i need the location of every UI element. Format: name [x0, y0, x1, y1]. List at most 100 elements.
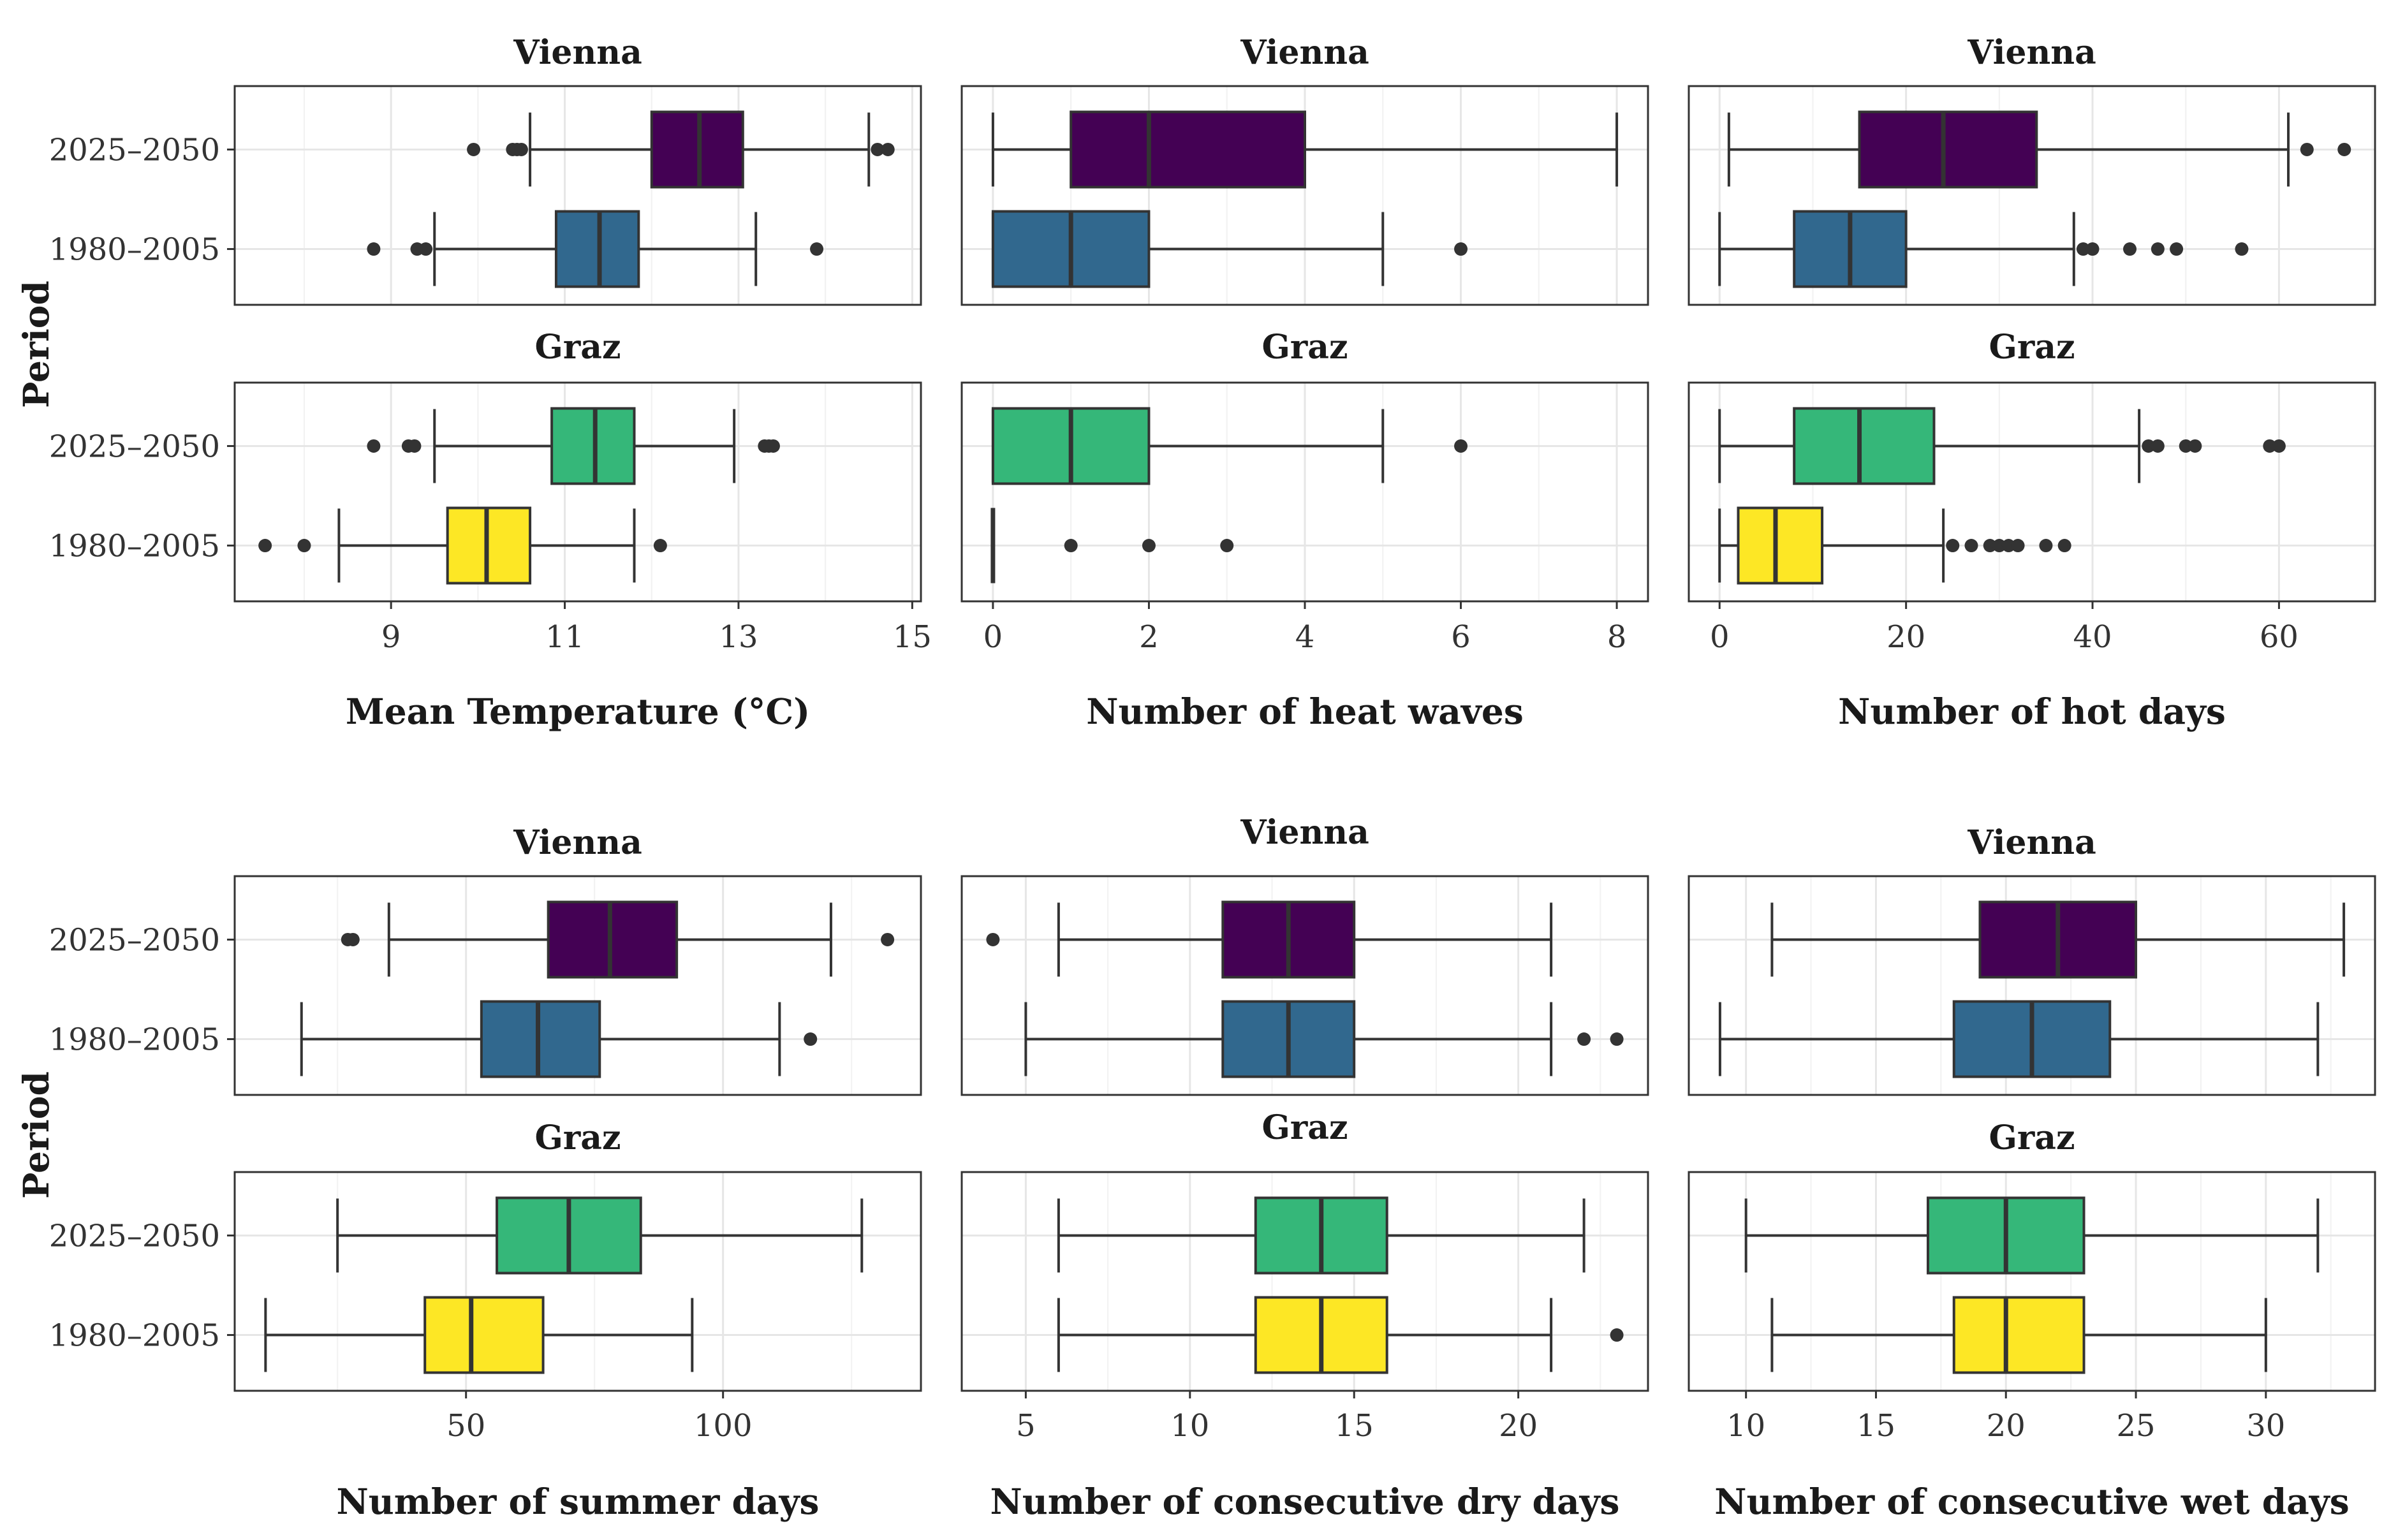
- panel-border: [1688, 381, 2376, 603]
- x-tick-label: 13: [719, 619, 758, 655]
- x-tick-label: 8: [1607, 619, 1627, 655]
- y-tick-label: 1980–2005: [49, 1318, 220, 1354]
- box-vienna-1980-2005: [300, 1000, 818, 1078]
- strip-title-vienna: Vienna: [1240, 813, 1369, 852]
- iqr-box: [547, 900, 679, 979]
- panel-graz: Graz: [1688, 328, 2376, 603]
- box-graz-1980-2005: [1718, 506, 2071, 585]
- outlier-point: [367, 439, 381, 453]
- x-axis-title: Number of summer days: [336, 1481, 819, 1522]
- outlier-point: [1220, 539, 1234, 553]
- strip-title-vienna: Vienna: [513, 823, 642, 862]
- y-tick-label: 2025–2050: [49, 132, 220, 168]
- outlier-point: [1964, 539, 1978, 553]
- x-tick-label: 15: [1857, 1408, 1895, 1444]
- x-tick-label: 0: [983, 619, 1003, 655]
- outlier-point: [2123, 242, 2137, 256]
- panel-vienna: Vienna: [1688, 33, 2376, 306]
- outlier-point: [986, 932, 1000, 946]
- outlier-point: [653, 539, 667, 553]
- outlier-point: [2188, 439, 2202, 453]
- outlier-point: [2263, 439, 2277, 453]
- box-graz-1980-2005: [1770, 1296, 2267, 1374]
- panel-vienna: Vienna: [233, 823, 922, 1096]
- iqr-box: [1793, 407, 1936, 485]
- iqr-box: [1952, 1296, 2085, 1374]
- box-graz-2025-2050: [336, 1196, 864, 1275]
- outlier-point: [297, 539, 311, 553]
- x-tick-label: 30: [2246, 1408, 2285, 1444]
- panel-border: [233, 85, 922, 306]
- x-tick-label: 20: [1887, 619, 1925, 655]
- outlier-point: [2085, 242, 2100, 256]
- y-axis-title: Period: [15, 1071, 57, 1199]
- outlier-point: [367, 242, 381, 256]
- outlier-point: [2151, 242, 2165, 256]
- x-tick-label: 6: [1451, 619, 1471, 655]
- strip-title-graz: Graz: [534, 1118, 621, 1157]
- iqr-box: [1858, 110, 2038, 189]
- strip-title-graz: Graz: [1989, 328, 2075, 367]
- outlier-point: [2272, 439, 2286, 453]
- panel-border: [1688, 1171, 2376, 1392]
- panel-graz: Graz: [233, 1118, 922, 1392]
- panel-border: [1688, 875, 2376, 1096]
- box-vienna-2025-2050: [1770, 900, 2346, 979]
- outlier-point: [346, 932, 360, 946]
- panel-vienna: Vienna: [233, 33, 922, 306]
- x-axis-title: Mean Temperature (°C): [346, 691, 810, 732]
- x-tick-label: 40: [2073, 619, 2112, 655]
- outlier-point: [1946, 539, 1960, 553]
- x-axis-title: Number of consecutive wet days: [1714, 1481, 2349, 1522]
- panel-graz: Graz: [960, 1108, 1649, 1392]
- outlier-point: [467, 142, 481, 156]
- panel-vienna: Vienna: [960, 33, 1649, 306]
- outlier-point: [419, 242, 433, 256]
- box-vienna-2025-2050: [1727, 110, 2351, 189]
- box-graz-2025-2050: [367, 407, 780, 485]
- iqr-box: [1737, 506, 1824, 585]
- y-tick-label: 2025–2050: [49, 429, 220, 464]
- strip-title-vienna: Vienna: [1967, 33, 2096, 72]
- box-vienna-2025-2050: [467, 110, 895, 189]
- x-tick-label: 2: [1139, 619, 1159, 655]
- strip-title-graz: Graz: [534, 328, 621, 367]
- x-tick-label: 20: [1987, 1408, 2026, 1444]
- box-vienna-2025-2050: [991, 110, 1619, 189]
- outlier-point: [2170, 242, 2184, 256]
- panel-border: [1688, 85, 2376, 306]
- panel-border: [233, 381, 922, 603]
- box-vienna-2025-2050: [986, 900, 1553, 979]
- y-tick-label: 1980–2005: [49, 1022, 220, 1058]
- x-tick-label: 15: [1335, 1408, 1374, 1444]
- y-tick-label: 2025–2050: [49, 1218, 220, 1254]
- box-graz-1980-2005: [258, 506, 667, 585]
- panel-border: [960, 875, 1649, 1096]
- strip-title-vienna: Vienna: [513, 33, 642, 72]
- outlier-point: [1064, 539, 1078, 553]
- outlier-point: [2039, 539, 2053, 553]
- panel-border: [960, 1171, 1649, 1392]
- y-axis-title: Period: [15, 281, 57, 408]
- x-tick-label: 50: [446, 1408, 485, 1444]
- iqr-box: [480, 1000, 601, 1078]
- outlier-point: [2001, 539, 2015, 553]
- y-tick-label: 2025–2050: [49, 922, 220, 958]
- panel-vienna: Vienna: [960, 813, 1649, 1096]
- box-vienna-1980-2005: [1718, 210, 2249, 288]
- outlier-point: [2142, 439, 2156, 453]
- box-graz-2025-2050: [1057, 1196, 1585, 1275]
- outlier-point: [1142, 539, 1156, 553]
- x-axis-title: Number of heat waves: [1086, 691, 1524, 732]
- strip-title-graz: Graz: [1262, 328, 1348, 367]
- outlier-point: [1577, 1032, 1591, 1046]
- outlier-point: [1992, 539, 2006, 553]
- outlier-point: [2057, 539, 2071, 553]
- box-graz-1980-2005: [1057, 1296, 1624, 1374]
- outlier-point: [871, 142, 885, 156]
- box-graz-1980-2005: [990, 508, 1234, 583]
- strip-title-vienna: Vienna: [1240, 33, 1369, 72]
- outlier-point: [2300, 142, 2314, 156]
- x-tick-label: 60: [2260, 619, 2299, 655]
